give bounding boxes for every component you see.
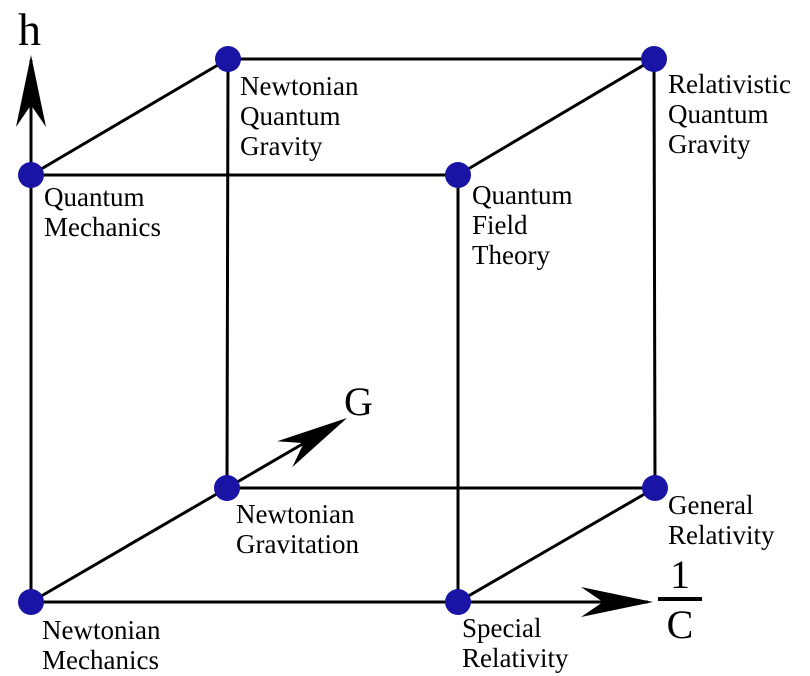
h-axis-label: h [18,4,41,55]
node-dot-special-relativity [445,589,471,615]
node-dot-relativistic-quantum-gravity [641,46,667,72]
label-special-relativity: Special Relativity [462,613,569,673]
edge-top-right-depth [457,57,655,177]
label-newtonian-mechanics: Newtonian Mechanics [42,615,161,675]
label-quantum-mechanics: Quantum Mechanics [44,182,161,242]
cube-edges [29,57,657,604]
label-relativistic-quantum-gravity: Relativistic Quantum Gravity [668,69,791,159]
label-quantum-field-theory: Quantum Field Theory [472,180,573,270]
c-axis-denominator: C [666,602,694,647]
axes [16,55,653,617]
node-dot-newtonian-gravitation [214,475,240,501]
node-dot-general-relativity [642,475,668,501]
edge-top-left-depth [30,57,229,177]
node-dot-newtonian-quantum-gravity [215,46,241,72]
g-axis-label: G [344,379,373,424]
label-newtonian-quantum-gravity: Newtonian Quantum Gravity [240,71,359,161]
label-general-relativity: General Relativity [668,490,775,550]
edge-left-back [225,58,230,489]
node-dot-quantum-field-theory [445,162,471,188]
vertex-dots [18,46,668,615]
edge-right-back [652,58,657,489]
node-dot-newtonian-mechanics [18,589,44,615]
node-dot-quantum-mechanics [18,162,44,188]
edge-bottom-right-depth [457,486,656,604]
c-axis-fraction-bar [658,597,702,601]
label-newtonian-gravitation: Newtonian Gravitation [236,499,359,559]
edge-bottom-left-depth [30,486,228,604]
c-axis-numerator: 1 [670,552,690,597]
g-axis-arrowhead-icon [277,405,355,468]
c-axis-label: 1 C [656,553,704,649]
